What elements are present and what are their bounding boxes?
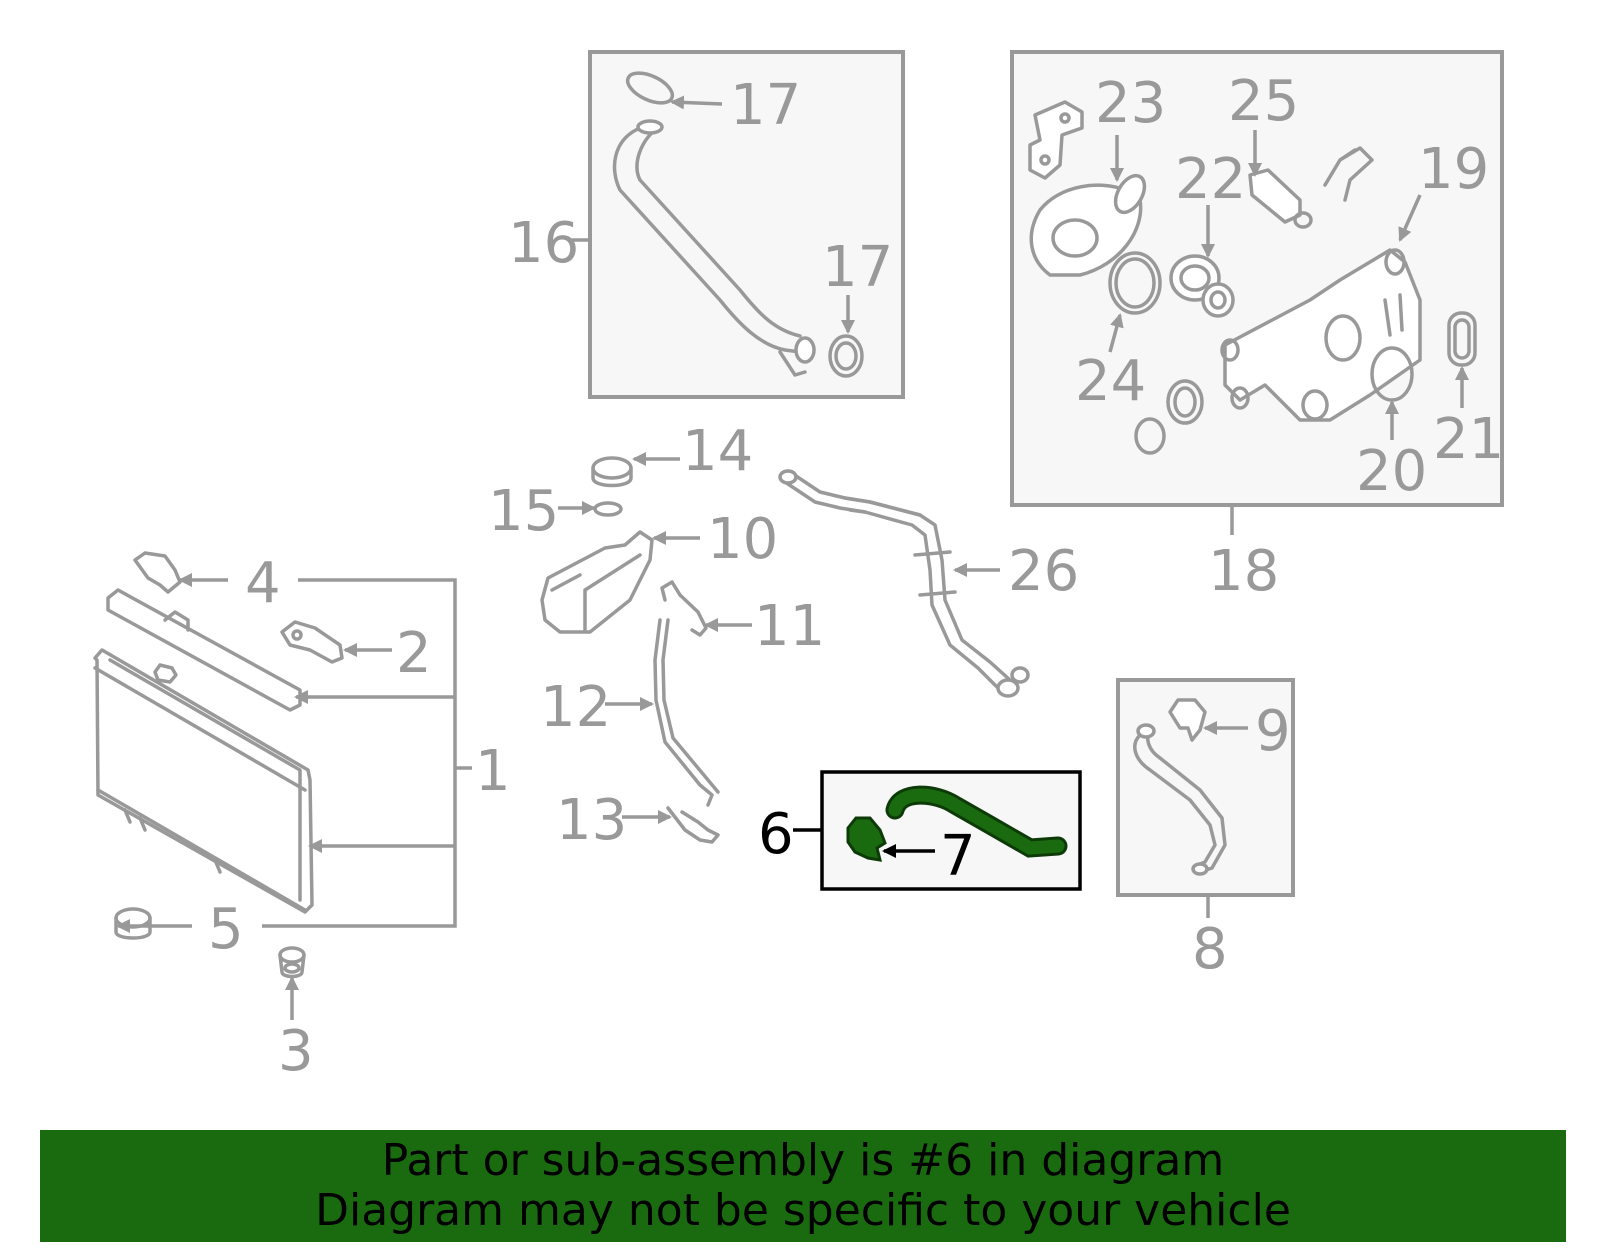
callout-6-selected[interactable]: 6: [758, 802, 794, 867]
hose-12: [653, 618, 720, 807]
callout-17-bottom: 17: [822, 235, 893, 300]
o-ring-small: [1166, 379, 1204, 425]
callout-17-top: 17: [730, 73, 801, 138]
info-banner: Part or sub-assembly is #6 in diagram Di…: [40, 1130, 1566, 1242]
hose-6-highlighted[interactable]: [885, 785, 1068, 858]
hose-8: [1133, 723, 1227, 876]
callout-1: 1: [475, 739, 511, 804]
upper-cover-part: [106, 588, 302, 712]
water-outlet-23: [1029, 173, 1147, 277]
callout-4: 4: [245, 551, 281, 616]
upper-hose-16: [612, 119, 816, 377]
callout-14: 14: [682, 419, 753, 484]
callout-7: 7: [940, 824, 976, 889]
callout-5: 5: [208, 897, 244, 962]
callout-19: 19: [1418, 137, 1489, 202]
cap-14: [591, 456, 633, 488]
plug-small: [1134, 417, 1166, 455]
mount-5: [114, 907, 152, 940]
clip-11: [660, 580, 708, 637]
o-ring-15: [593, 501, 623, 517]
callout-22: 22: [1175, 147, 1246, 212]
gasket-24: [1108, 251, 1162, 315]
callout-8: 8: [1192, 917, 1228, 982]
callout-11: 11: [754, 594, 825, 659]
gasket-21: [1447, 311, 1477, 367]
box-hose-16: [588, 50, 905, 399]
mount-3: [278, 946, 306, 979]
banner-line-1: Part or sub-assembly is #6 in diagram: [381, 1135, 1225, 1186]
banner-line-2: Diagram may not be specific to your vehi…: [315, 1185, 1291, 1236]
banner-background: [40, 1130, 1566, 1242]
bracket-part: [1028, 100, 1084, 180]
callout-21: 21: [1433, 407, 1504, 472]
callout-26: 26: [1008, 539, 1079, 604]
callout-18: 18: [1208, 539, 1279, 604]
callout-3: 3: [278, 1019, 314, 1084]
callout-24: 24: [1075, 349, 1146, 414]
seal-4: [133, 551, 182, 594]
callout-20: 20: [1356, 439, 1427, 504]
sensor-25: [1248, 168, 1313, 229]
box-housing-18: [1010, 50, 1504, 507]
reservoir-10: [540, 530, 654, 634]
callout-16: 16: [508, 211, 579, 276]
clamp-9: [1168, 698, 1207, 742]
callout-23: 23: [1095, 71, 1166, 136]
callout-10: 10: [707, 507, 778, 572]
clamp-7-highlighted[interactable]: [846, 816, 887, 862]
callout-12: 12: [540, 675, 611, 740]
callout-25: 25: [1228, 69, 1299, 134]
bracket-13: [666, 806, 720, 844]
pipe-26: [778, 469, 1030, 698]
clip-part: [1323, 146, 1374, 202]
thermostat-22: [1169, 254, 1235, 318]
callout-2: 2: [396, 621, 432, 686]
bracket-2: [280, 620, 344, 664]
o-ring-17-bottom: [828, 334, 864, 378]
radiator-1: [93, 648, 314, 914]
callout-15: 15: [488, 479, 559, 544]
callout-9: 9: [1255, 699, 1291, 764]
callout-13: 13: [556, 788, 627, 853]
